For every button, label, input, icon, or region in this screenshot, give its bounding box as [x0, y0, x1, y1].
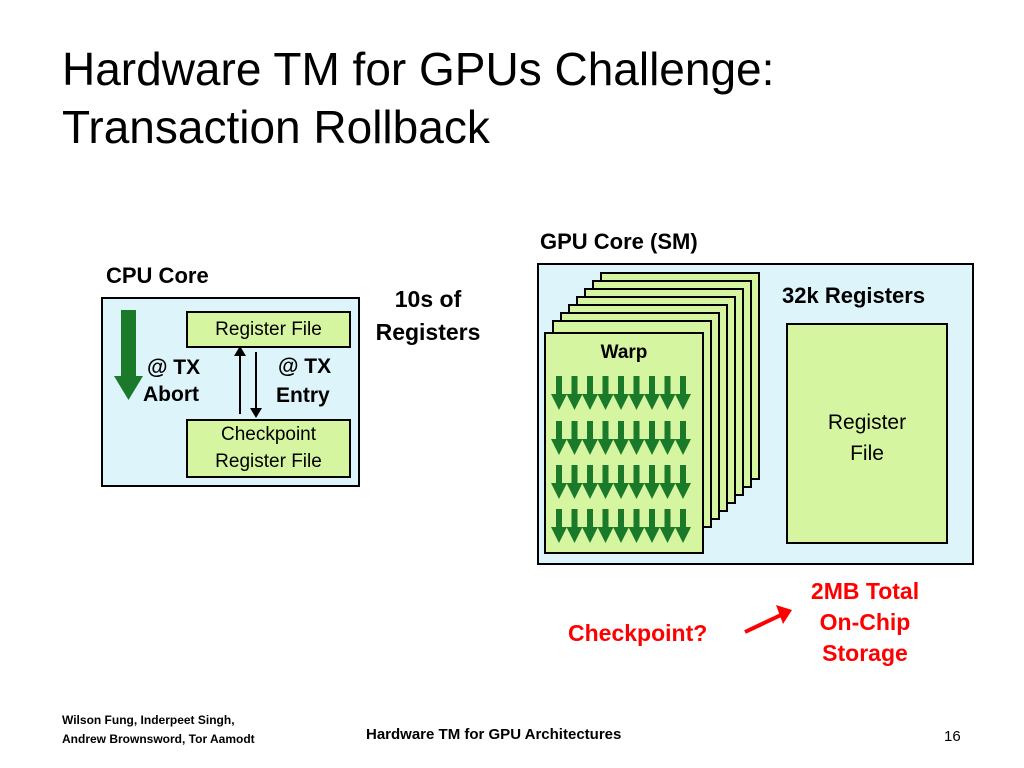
slide-title-line2: Transaction Rollback — [62, 101, 490, 153]
warp-thread-arrow — [675, 509, 691, 543]
footer-authors: Wilson Fung, Inderpeet Singh, Andrew Bro… — [62, 711, 255, 749]
checkpoint-register-file-box: Checkpoint Register File — [186, 419, 351, 478]
tx-entry-line1: @ TX — [278, 355, 332, 378]
warp-thread-arrow — [582, 509, 598, 543]
gpu-registers-label: 32k Registers — [782, 283, 926, 308]
warp-thread-arrow — [644, 509, 660, 543]
tx-entry-label: @ TX Entry — [276, 352, 331, 410]
warp-thread-arrow — [628, 421, 645, 455]
warp-thread-arrow — [659, 376, 676, 410]
warp-thread-arrow — [582, 376, 598, 410]
warp-thread-arrow — [597, 421, 614, 455]
footer-authors-line1: Wilson Fung, Inderpeet Singh, — [62, 713, 235, 727]
warp-thread-arrow — [628, 465, 645, 499]
gpu-register-file-line1: Register — [827, 411, 907, 434]
warp-label: Warp — [600, 342, 648, 363]
warp-thread-arrow — [613, 376, 629, 410]
warp-thread-arrow — [644, 421, 660, 455]
warp-thread-arrow — [675, 376, 691, 410]
tx-abort-label: @ TX Abort — [143, 354, 200, 408]
warp-thread-arrow — [675, 465, 691, 499]
warp-thread-arrow — [551, 376, 567, 410]
storage-line1: 2MB Total — [810, 578, 920, 604]
warp-thread-arrow — [644, 376, 660, 410]
cpu-flow-arrow — [114, 310, 143, 400]
warp-thread-arrow — [582, 465, 598, 499]
checkpoint-line1: Checkpoint — [220, 424, 317, 445]
cpu-registers-note: 10s of Registers — [360, 283, 496, 349]
warp-thread-arrow — [566, 376, 583, 410]
footer-course: Hardware TM for GPU Architectures — [366, 726, 622, 743]
gpu-register-file-box: Register File — [786, 323, 948, 544]
storage-line2: On-Chip — [819, 609, 911, 635]
warp-thread-arrow — [597, 376, 614, 410]
tx-abort-line2: Abort — [143, 383, 199, 406]
checkpoint-question: Checkpoint? — [568, 620, 708, 646]
warp-thread-arrow — [659, 421, 676, 455]
slide-title: Hardware TM for GPUs Challenge: Transact… — [62, 40, 774, 156]
checkpoint-line2: Register File — [215, 451, 322, 472]
warp-thread-arrow — [613, 465, 629, 499]
warp-thread-arrow — [675, 421, 691, 455]
storage-line3: Storage — [822, 640, 908, 666]
abort-up-arrow — [234, 346, 246, 414]
cpu-core-label: CPU Core — [106, 263, 209, 288]
entry-down-arrow — [250, 352, 262, 418]
warp-thread-arrow — [566, 509, 583, 543]
warp-thread-arrow — [551, 421, 567, 455]
tx-entry-line2: Entry — [276, 384, 330, 407]
warp-thread-arrow — [551, 465, 567, 499]
gpu-register-file-line2: File — [850, 442, 884, 465]
warp-thread-arrow — [597, 509, 614, 543]
gpu-core-label: GPU Core (SM) — [540, 229, 698, 254]
register-file-box: Register File — [186, 311, 351, 348]
warp-thread-arrow — [628, 509, 645, 543]
tx-abort-line1: @ TX — [147, 356, 201, 379]
storage-note: 2MB Total On-Chip Storage — [782, 576, 948, 669]
warp-thread-arrow — [613, 421, 629, 455]
slide-title-line1: Hardware TM for GPUs Challenge: — [62, 43, 775, 95]
warp-thread-arrow — [566, 421, 583, 455]
checkpoint-red-arrow — [744, 605, 792, 634]
warp-thread-arrow — [551, 509, 567, 543]
warp-thread-arrow — [582, 421, 598, 455]
warp-thread-arrow — [566, 465, 583, 499]
cpu-registers-line2: Registers — [375, 319, 481, 345]
cpu-registers-line1: 10s of — [394, 286, 462, 312]
page-number: 16 — [944, 728, 961, 745]
warp-thread-arrow — [597, 465, 614, 499]
warp-thread-arrow — [628, 376, 645, 410]
warp-thread-arrow — [659, 509, 676, 543]
warp-thread-arrows — [551, 376, 691, 543]
footer-authors-line2: Andrew Brownsword, Tor Aamodt — [62, 732, 255, 746]
warp-thread-arrow — [659, 465, 676, 499]
warp-thread-arrow — [613, 509, 629, 543]
warp-thread-arrow — [644, 465, 660, 499]
